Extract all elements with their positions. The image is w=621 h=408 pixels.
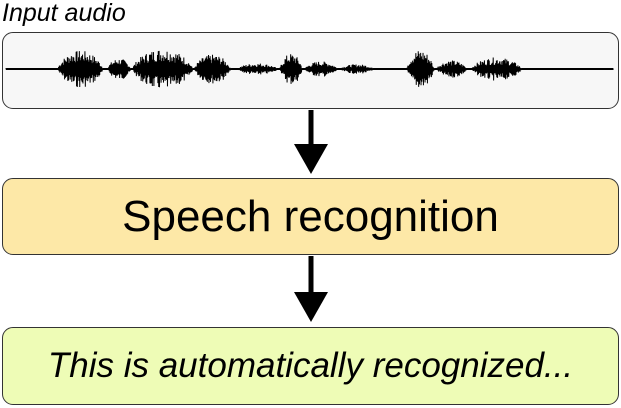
recognized-text-box: This is automatically recognized...	[2, 327, 619, 405]
speech-recognition-label: Speech recognition	[122, 191, 499, 241]
down-arrow-icon	[294, 256, 328, 322]
arrow-head	[294, 292, 328, 322]
recognized-text-label: This is automatically recognized...	[47, 346, 574, 385]
arrow-head	[294, 144, 328, 174]
input-audio-label: Input audio	[2, 0, 126, 27]
input-audio-box	[2, 32, 619, 109]
speech-recognition-box: Speech recognition	[2, 178, 619, 255]
down-arrow-icon	[294, 110, 328, 174]
waveform-path	[5, 50, 614, 88]
audio-waveform-icon	[5, 50, 614, 88]
